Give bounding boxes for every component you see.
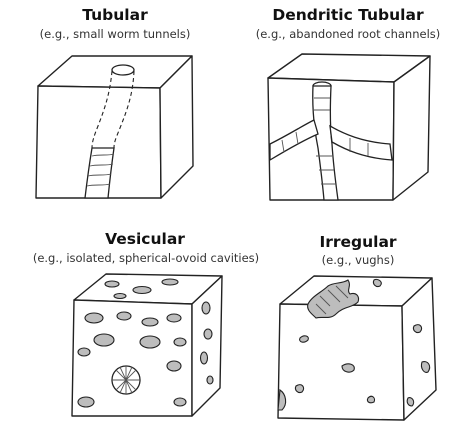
panel-title-irregular: Irregular <box>298 233 418 251</box>
panel-example-tubular: (e.g., small worm tunnels) <box>5 27 225 41</box>
panel-example-dendritic-tubular: (e.g., abandoned root channels) <box>238 27 458 41</box>
panel-title-dendritic-tubular: Dendritic Tubular <box>258 6 438 24</box>
panel-title-tubular: Tubular <box>40 6 190 24</box>
panel-example-vesicular: (e.g., isolated, spherical-ovoid cavitie… <box>0 251 292 265</box>
irregular-cube-illustration <box>272 270 452 430</box>
panel-title-vesicular: Vesicular <box>70 230 220 248</box>
panel-example-irregular: (e.g., vughs) <box>298 253 418 267</box>
vesicular-cube-illustration <box>50 268 230 428</box>
dendritic-cube-illustration <box>262 48 452 213</box>
tubular-cube-illustration <box>30 48 210 208</box>
